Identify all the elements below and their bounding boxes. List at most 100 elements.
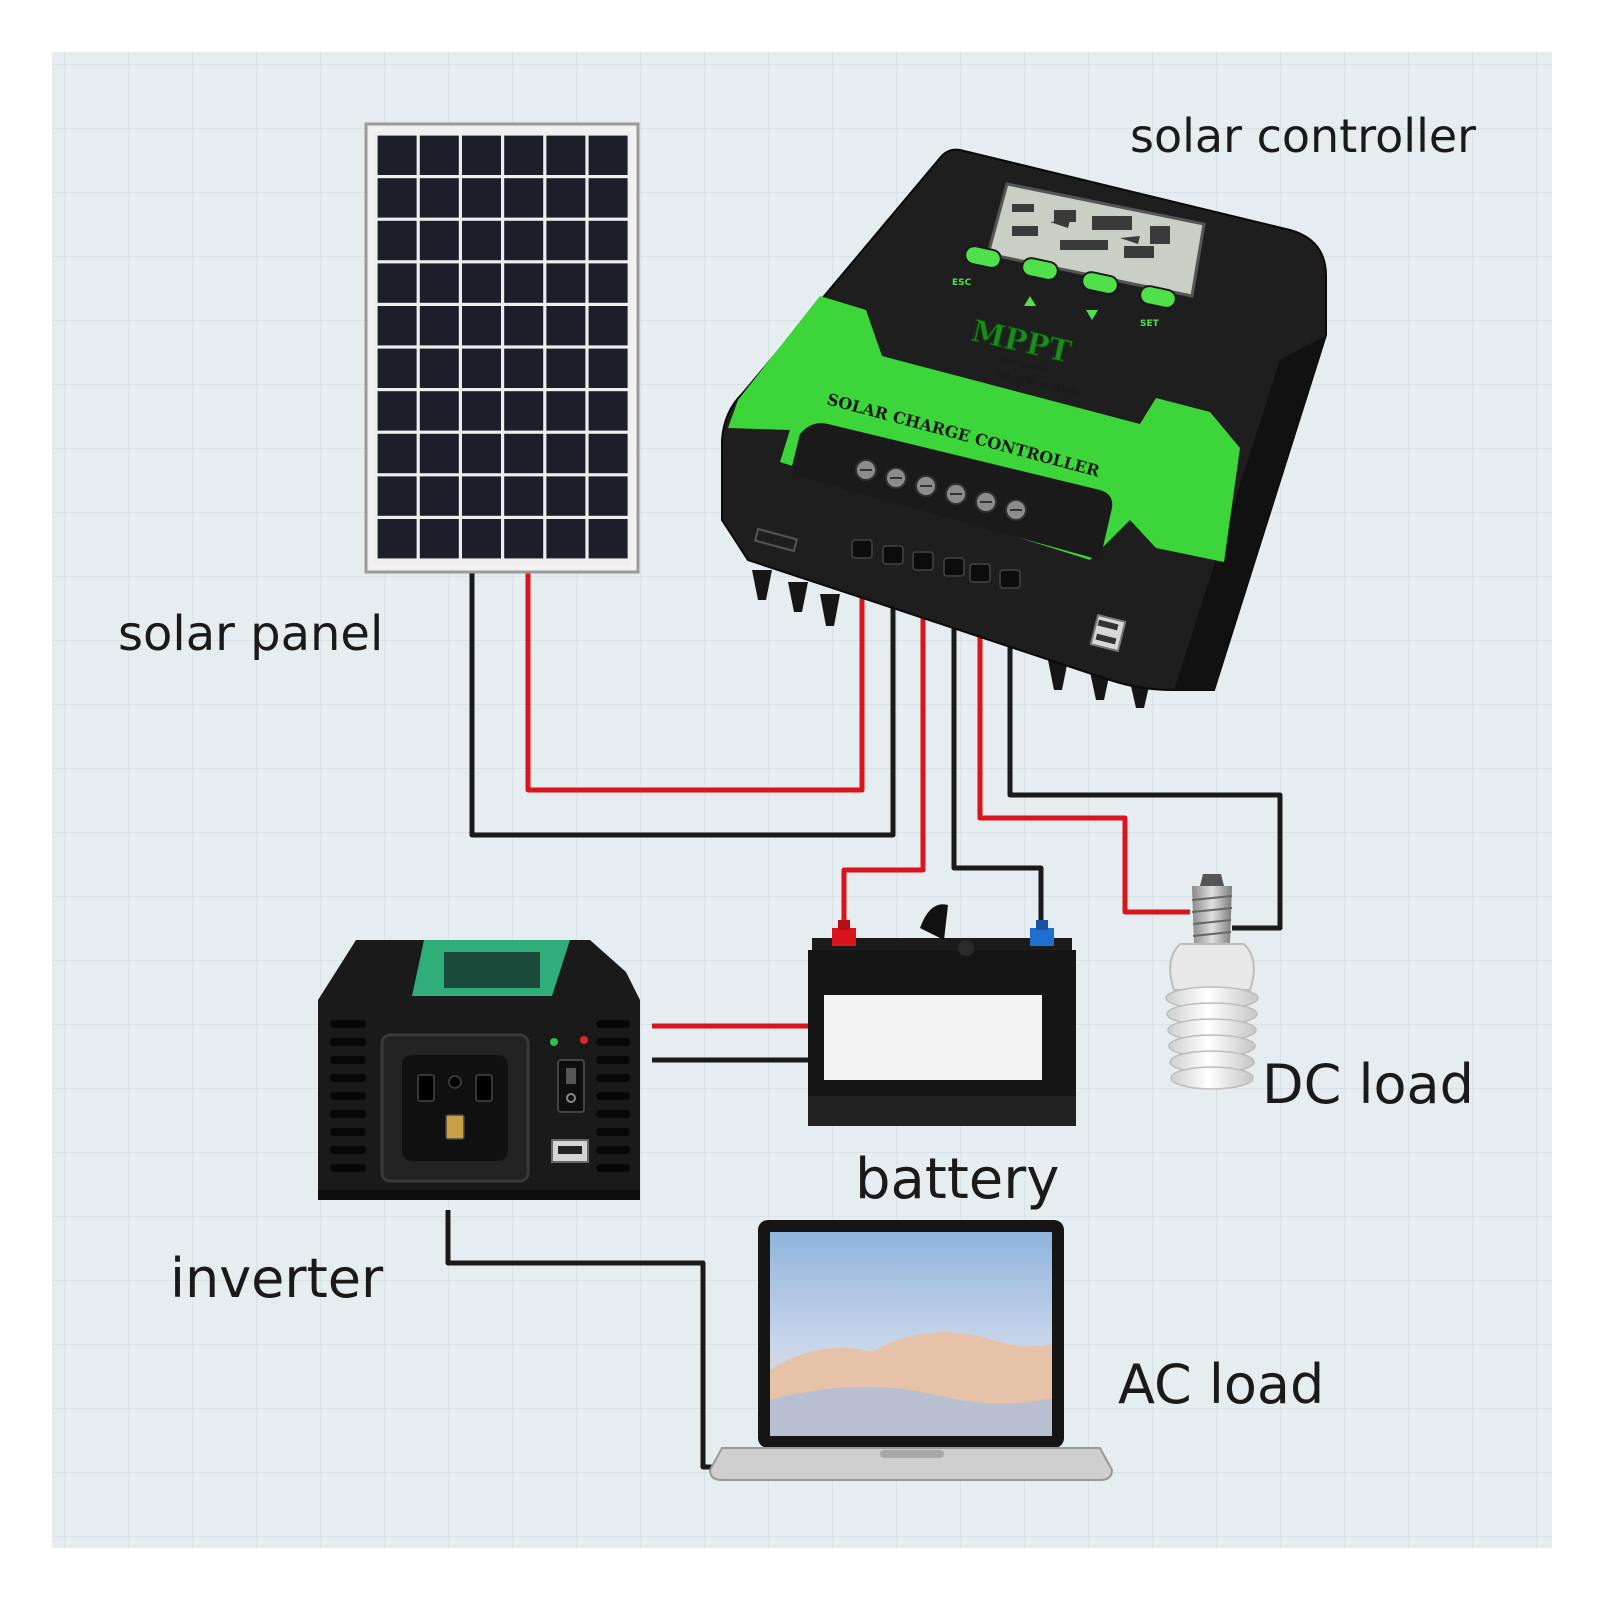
solar-cell xyxy=(588,306,628,346)
inverter-foot xyxy=(318,1190,640,1200)
battery-base xyxy=(808,1096,1076,1126)
label-solar-panel: solar panel xyxy=(118,606,384,662)
inverter-vent-slot xyxy=(596,1092,630,1100)
controller-vent-slot xyxy=(753,527,799,553)
inverter-power-switch[interactable] xyxy=(557,1059,585,1113)
solar-cell xyxy=(504,433,544,474)
solar-cell xyxy=(462,476,501,516)
solar-cell xyxy=(546,135,586,175)
solar-cell xyxy=(504,135,544,175)
ac-outlet xyxy=(402,1055,508,1161)
solar-cell xyxy=(504,306,544,346)
bulb-tip xyxy=(1200,874,1224,886)
solar-cell xyxy=(462,263,501,303)
solar-cell xyxy=(588,135,628,175)
load-positive-wire xyxy=(977,558,1190,915)
label-solar-controller: solar controller xyxy=(1130,109,1477,163)
set-button-label: SET xyxy=(1140,319,1160,329)
esc-button[interactable] xyxy=(964,244,1003,269)
wire-socket xyxy=(912,551,934,571)
label-dc-load: DC load xyxy=(1262,1053,1474,1116)
inverter-vent-slot xyxy=(596,1038,630,1046)
solar-cell xyxy=(419,306,459,346)
solar-cell xyxy=(419,135,459,175)
solar-panel xyxy=(364,122,640,574)
solar-cell xyxy=(504,348,544,388)
wire-socket xyxy=(851,539,873,559)
label-inverter: inverter xyxy=(170,1247,384,1310)
laptop xyxy=(708,1220,1114,1481)
solar-cell xyxy=(419,220,459,261)
panel-positive-wire xyxy=(525,555,865,793)
inverter-usb-slot xyxy=(558,1146,582,1154)
wire-socket xyxy=(943,557,965,577)
solar-cell xyxy=(546,263,586,303)
solar-cell xyxy=(546,220,586,261)
solar-cell xyxy=(419,263,459,303)
inverter-vent-slot xyxy=(330,1038,366,1046)
solar-cell xyxy=(504,391,544,431)
lcd-segments xyxy=(1012,204,1170,258)
set-button[interactable] xyxy=(1139,284,1178,309)
solar-cell xyxy=(377,263,417,303)
solar-cell xyxy=(377,348,417,388)
solar-cell xyxy=(504,519,544,559)
down-button[interactable] xyxy=(1081,270,1120,295)
ac-outlet-holes xyxy=(417,1074,493,1140)
solar-cell xyxy=(588,178,628,218)
solar-cell xyxy=(546,433,586,474)
controller-side-shade xyxy=(1174,335,1326,690)
solar-cell xyxy=(377,433,417,474)
solar-cell xyxy=(504,476,544,516)
up-button[interactable] xyxy=(1021,256,1060,281)
down-arrow-icon xyxy=(1086,310,1098,320)
battery-handle xyxy=(920,904,948,940)
switch-on-mark xyxy=(566,1068,576,1084)
label-battery: battery xyxy=(855,1147,1060,1212)
wire-socket xyxy=(969,563,991,583)
inverter-green-led xyxy=(550,1038,558,1046)
inverter-vent-slot xyxy=(596,1074,630,1082)
solar-cell xyxy=(462,178,501,218)
solar-cell xyxy=(377,306,417,346)
solar-cell xyxy=(377,391,417,431)
laptop-base xyxy=(708,1447,1114,1481)
terminal-screw xyxy=(915,475,937,497)
solar-cell xyxy=(546,391,586,431)
inverter xyxy=(318,940,640,1200)
inverter-display xyxy=(444,952,540,988)
solar-cell xyxy=(588,391,628,431)
solar-cell xyxy=(546,476,586,516)
solar-cell xyxy=(419,391,459,431)
solar-cell xyxy=(546,519,586,559)
inverter-vent-slot xyxy=(596,1128,630,1136)
bulb-collar xyxy=(1169,943,1255,991)
inverter-vent-slot xyxy=(330,1164,366,1172)
screen-water xyxy=(770,1386,1052,1436)
solar-cell xyxy=(588,348,628,388)
solar-cell xyxy=(419,348,459,388)
solar-cell xyxy=(546,348,586,388)
solar-cell xyxy=(462,348,501,388)
terminal-screw xyxy=(975,491,997,513)
solar-cell xyxy=(546,178,586,218)
solar-cell xyxy=(588,220,628,261)
solar-cell xyxy=(419,476,459,516)
battery-negative-wire xyxy=(951,558,1044,932)
terminal-screw xyxy=(885,467,907,489)
dc-load-bulb xyxy=(1165,874,1259,1090)
inverter-vent-slot xyxy=(596,1146,630,1154)
controller-fins xyxy=(752,570,1150,708)
wire-socket xyxy=(999,569,1021,589)
solar-cell xyxy=(504,263,544,303)
solar-cell xyxy=(377,476,417,516)
solar-cell xyxy=(419,519,459,559)
wire-socket xyxy=(882,545,904,565)
solar-cell xyxy=(419,433,459,474)
solar-cell xyxy=(419,178,459,218)
bulb-spiral-tube xyxy=(1165,986,1259,1090)
panel-negative-wire xyxy=(469,555,896,838)
load-negative-wire xyxy=(1007,558,1283,931)
battery-label-panel xyxy=(824,995,1042,1080)
